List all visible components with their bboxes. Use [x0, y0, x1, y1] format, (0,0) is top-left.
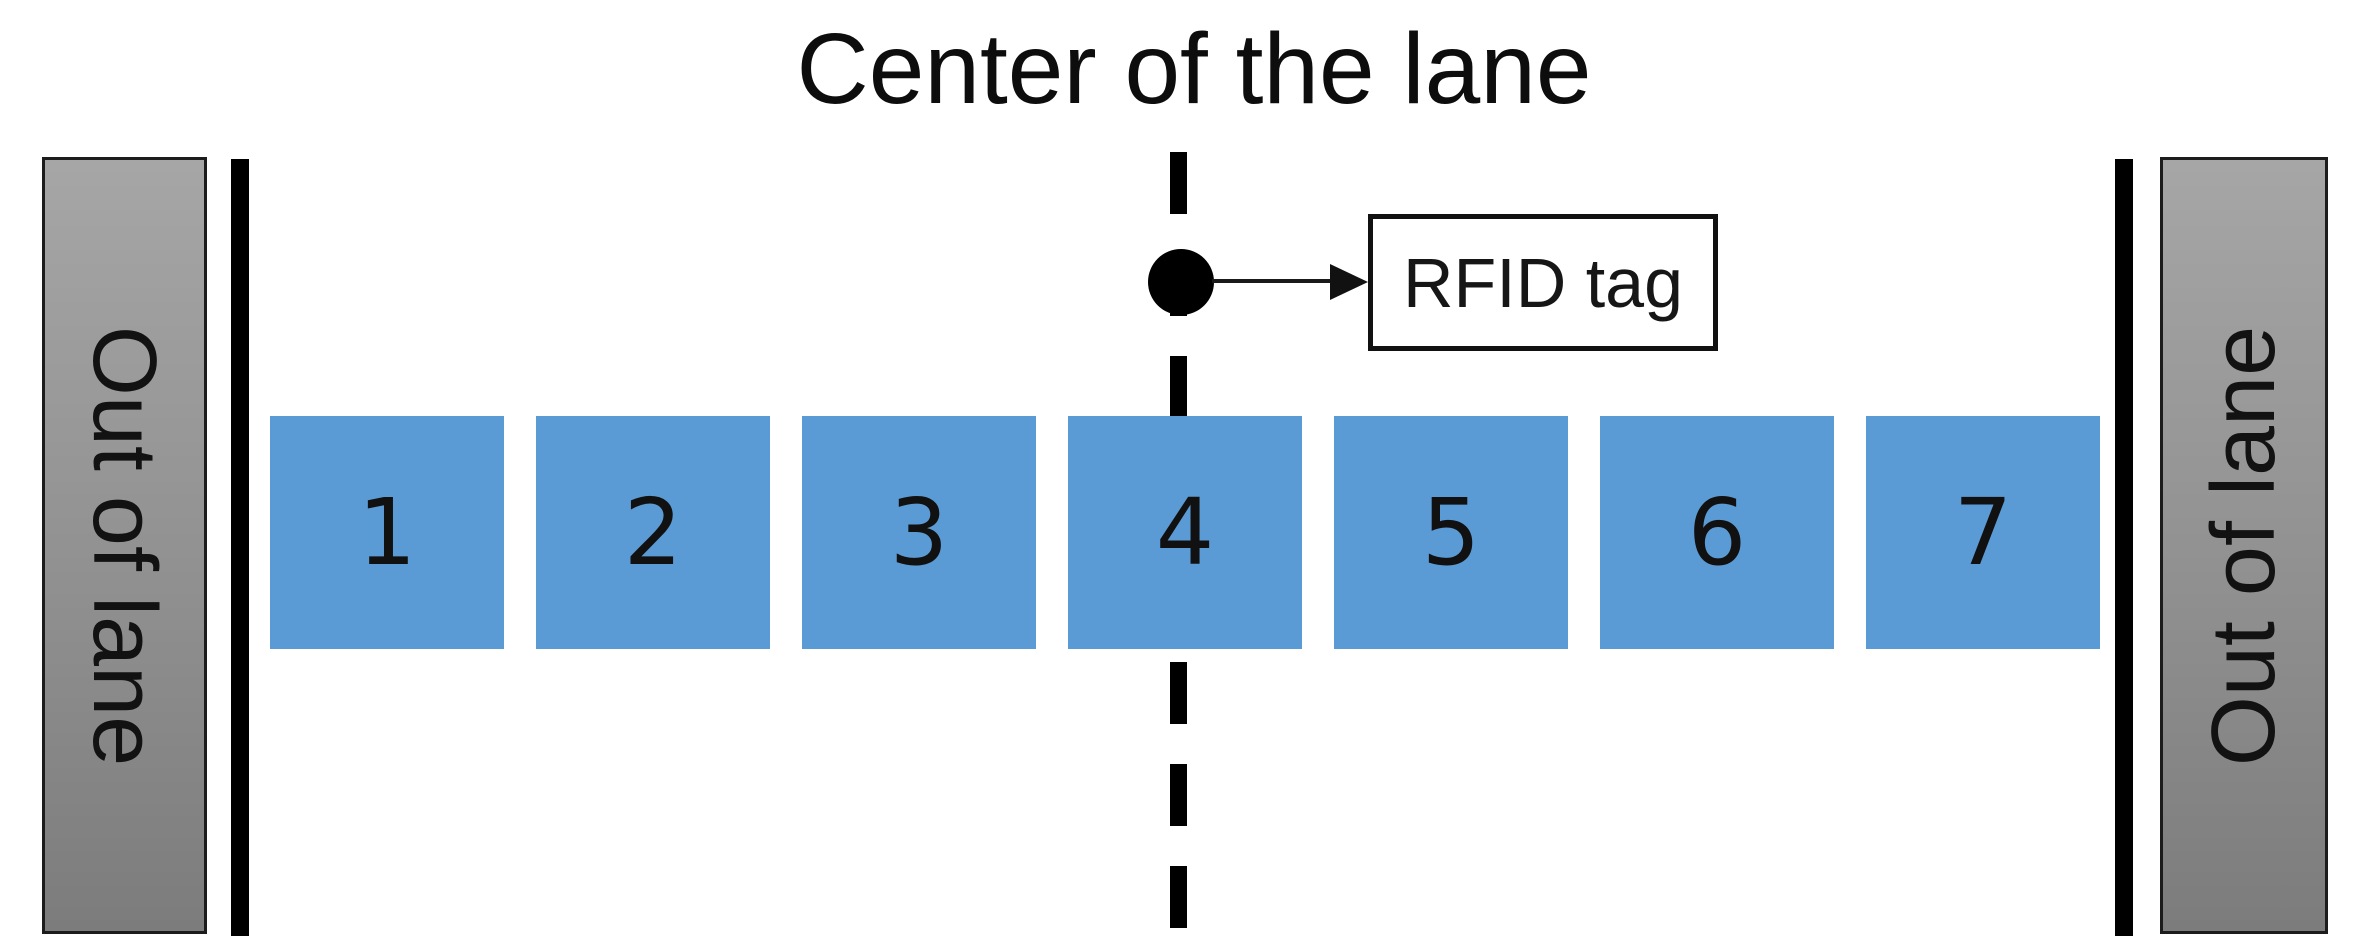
lane-square-label: 4 [1155, 478, 1215, 586]
lane-square: 5 [1334, 416, 1568, 649]
lane-square: 6 [1600, 416, 1834, 649]
lane-square: 1 [270, 416, 504, 649]
lane-square: 7 [1866, 416, 2100, 649]
diagram-title: Center of the lane [796, 13, 1592, 125]
lane-square-label: 5 [1421, 478, 1481, 586]
rfid-pointer-arrowhead-icon [1330, 264, 1368, 300]
lane-square-label: 6 [1687, 478, 1747, 586]
lane-square: 2 [536, 416, 770, 649]
rfid-tag-callout-box: RFID tag [1368, 214, 1718, 351]
lane-square-label: 1 [357, 478, 417, 586]
lane-square-label: 2 [623, 478, 683, 586]
out-of-lane-panel-left: Out of lane [42, 157, 207, 934]
rfid-tag-position-dot [1148, 249, 1214, 315]
rfid-pointer-arrow-line [1212, 279, 1334, 283]
lane-square: 3 [802, 416, 1036, 649]
out-of-lane-label-left: Out of lane [74, 325, 175, 766]
lane-boundary-bar-left [231, 159, 249, 936]
out-of-lane-label-right: Out of lane [2194, 325, 2295, 766]
lane-square-label: 7 [1953, 478, 2013, 586]
rfid-squares-row: 1 2 3 4 5 6 7 [270, 416, 2100, 649]
rfid-tag-label: RFID tag [1402, 243, 1684, 322]
lane-square-label: 3 [889, 478, 949, 586]
lane-boundary-bar-right [2115, 159, 2133, 936]
out-of-lane-panel-right: Out of lane [2160, 157, 2328, 934]
lane-square: 4 [1068, 416, 1302, 649]
